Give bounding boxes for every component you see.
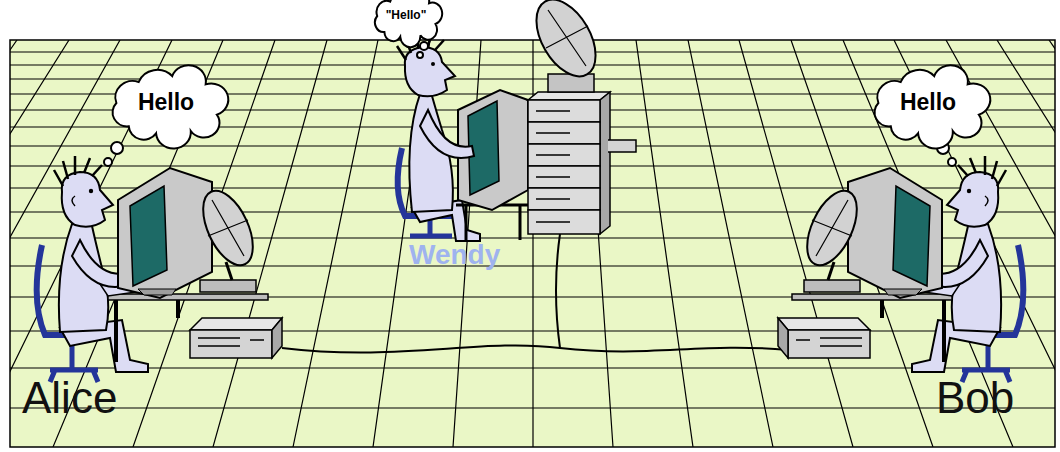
grid-line [10, 40, 1055, 447]
bubble-text: "Hello" [386, 9, 427, 22]
grid-border [10, 40, 1055, 447]
rack-top [528, 92, 610, 100]
workstation [37, 156, 282, 382]
person-name: Bob [936, 376, 1014, 420]
cloud-shape [113, 65, 229, 148]
thought-bubble: Hello [866, 68, 990, 138]
rack-side [600, 92, 610, 234]
network-cable [282, 345, 788, 352]
thought-bubble: Hello [104, 68, 228, 138]
thought-trail [417, 52, 423, 58]
satellite-dish [524, 0, 608, 86]
rack-shelf [608, 140, 636, 152]
person-name: Wendy [409, 241, 500, 269]
cloud-shape [375, 0, 442, 47]
person-head [405, 47, 455, 96]
network-cable [556, 234, 560, 348]
thought-trail [948, 158, 956, 166]
person-name: Alice [22, 376, 117, 420]
cloud-shape [875, 65, 991, 148]
thought-trail [104, 158, 112, 166]
thought-trail [111, 142, 123, 154]
bubble-text: Hello [138, 90, 194, 115]
eye [431, 62, 435, 66]
perspective-grid [10, 40, 1055, 447]
workstation [778, 156, 1023, 382]
drive-slot [536, 111, 570, 222]
thought-bubble: "Hello" [370, 0, 442, 40]
person-arm [420, 110, 474, 158]
dish-base [548, 74, 594, 92]
thought-trail [420, 42, 428, 50]
dish-feed [546, 10, 588, 66]
bubble-text: Hello [900, 90, 956, 115]
